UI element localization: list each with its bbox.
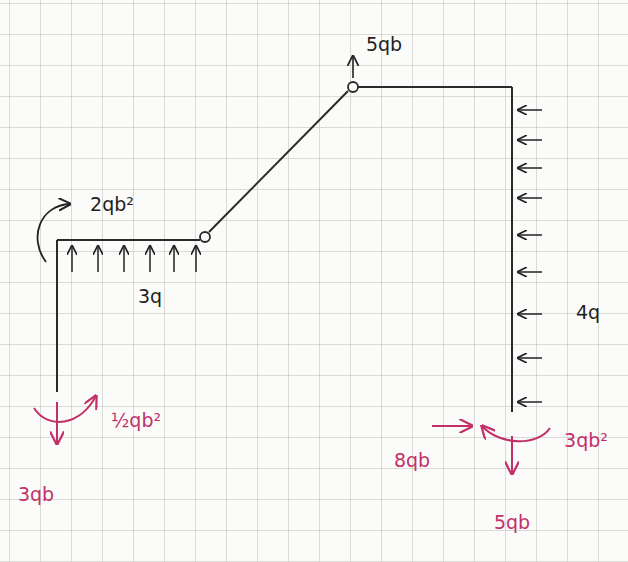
load-value: 3q: [138, 286, 162, 307]
distributed-load-left: [518, 110, 542, 402]
moment-value: 2qb²: [90, 194, 134, 215]
reaction-value: 8qb: [394, 450, 430, 471]
point-load-arrow: [352, 56, 354, 78]
distributed-load-up: [72, 246, 196, 272]
reaction-value: 3qb: [18, 484, 54, 505]
load-value: 4q: [576, 302, 600, 323]
reactions: [34, 396, 550, 474]
frame: [57, 82, 512, 412]
moment-arrow: [38, 204, 70, 262]
reaction-value: 3qb²: [564, 430, 608, 451]
load-value: 5qb: [366, 34, 402, 55]
reaction-value: 5qb: [494, 512, 530, 533]
reaction-value: ½qb²: [111, 410, 161, 431]
